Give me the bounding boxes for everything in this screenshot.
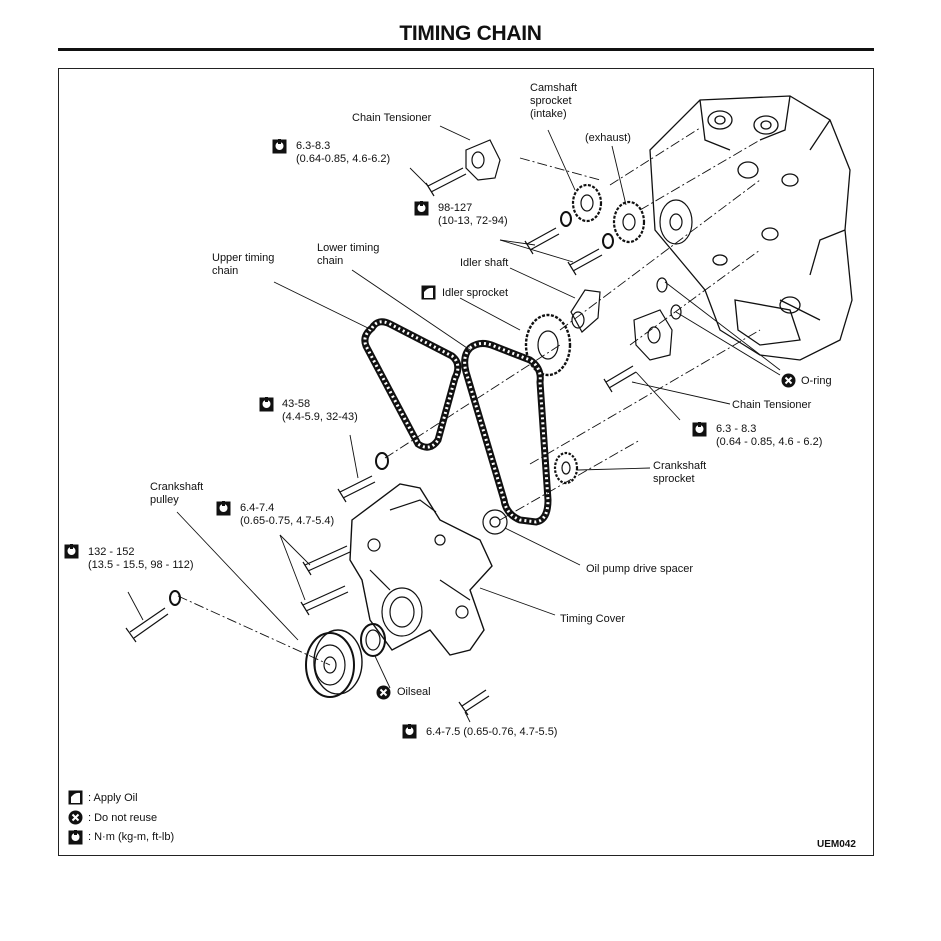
label-torque-bottom-bolt: 6.4-7.5 (0.65-0.76, 4.7-5.5): [426, 726, 558, 738]
figure-code: UEM042: [817, 839, 856, 850]
idler-shaft: [570, 289, 601, 333]
label-torque-tensioner-lower: 6.3 - 8.3 (0.64 - 0.85, 4.6 - 6.2): [716, 423, 823, 448]
cam-bolt-2: [567, 248, 603, 276]
label-torque-pulley-bolt: 132 - 152 (13.5 - 15.5, 98 - 112): [88, 546, 194, 571]
o-ring-2: [670, 304, 682, 320]
label-crankshaft-pulley: Crankshaft pulley: [150, 481, 204, 506]
tensioner-upper-bolt: [425, 167, 467, 197]
oilseal: [360, 623, 386, 657]
label-oilseal: Oilseal: [397, 686, 431, 698]
do-not-reuse-icon: [68, 810, 83, 825]
do-not-reuse-icon: [376, 685, 391, 700]
label-crankshaft-sprocket: Crankshaft sprocket: [653, 460, 707, 485]
label-lower-timing-chain: Lower timing chain: [317, 242, 380, 267]
cover-bolt-2: [300, 585, 349, 616]
page-title: TIMING CHAIN: [399, 22, 542, 45]
label-torque-cam-bolts: 98-127 (10-13, 72-94): [438, 202, 508, 227]
label-oil-pump-drive-spacer: Oil pump drive spacer: [586, 563, 693, 575]
cam-plate: [659, 199, 693, 245]
torque-wrench-icon: [68, 830, 83, 845]
apply-oil-icon: [68, 790, 83, 805]
upper-timing-chain: [361, 318, 462, 451]
cover-bottom-bolt: [458, 689, 490, 716]
label-torque-cover-bolts: 6.4-7.4 (0.65-0.75, 4.7-5.4): [240, 502, 335, 527]
label-idler-shaft: Idler shaft: [460, 257, 509, 269]
label-exhaust: (exhaust): [585, 132, 631, 144]
camshaft-sprocket-intake: [571, 183, 603, 223]
chain-tensioner-upper: [465, 139, 501, 181]
apply-oil-icon: [421, 285, 436, 300]
cover-bolt-1: [302, 545, 351, 576]
torque-wrench-icon: [402, 724, 417, 739]
legend-apply-oil: : Apply Oil: [88, 792, 138, 804]
label-upper-timing-chain: Upper timing chain: [212, 252, 275, 277]
torque-wrench-icon: [272, 139, 287, 154]
o-ring-1: [656, 277, 668, 293]
label-timing-cover: Timing Cover: [560, 613, 625, 625]
idler-washer: [375, 452, 389, 470]
engine-block: [649, 95, 853, 361]
legend-torque-units: : N·m (kg-m, ft-lb): [88, 831, 175, 843]
crankshaft-pulley: [305, 629, 363, 698]
torque-wrench-icon: [64, 544, 79, 559]
torque-wrench-icon: [216, 501, 231, 516]
label-camshaft-sprocket: Camshaft sprocket (intake): [530, 82, 578, 120]
label-torque-idler-bolt: 43-58 (4.4-5.9, 32-43): [282, 398, 358, 423]
camshaft-sprocket-exhaust: [612, 200, 646, 244]
timing-cover: [349, 483, 493, 656]
label-idler-sprocket: Idler sprocket: [442, 287, 509, 299]
torque-wrench-icon: [259, 397, 274, 412]
oil-pump-drive-spacer: [482, 509, 508, 535]
label-torque-tensioner-upper: 6.3-8.3 (0.64-0.85, 4.6-6.2): [296, 140, 391, 165]
torque-wrench-icon: [692, 422, 707, 437]
torque-wrench-icon: [414, 201, 429, 216]
pulley-bolt: [125, 607, 169, 643]
figure-frame: [58, 68, 874, 856]
cam-bolt-1: [524, 227, 560, 255]
legend-do-not-reuse: : Do not reuse: [88, 812, 158, 824]
label-o-ring: O-ring: [801, 375, 832, 387]
tensioner-lower-bolt: [603, 365, 637, 393]
label-chain-tensioner-lower: Chain Tensioner: [732, 399, 812, 411]
title-rule: [58, 48, 874, 51]
chain-tensioner-lower: [633, 309, 673, 361]
idler-bolt: [337, 475, 376, 503]
label-chain-tensioner-upper: Chain Tensioner: [352, 112, 432, 124]
do-not-reuse-icon: [781, 373, 796, 388]
crankshaft-sprocket: [553, 451, 579, 485]
lower-timing-chain: [461, 339, 552, 526]
idler-sprocket: [524, 313, 572, 377]
